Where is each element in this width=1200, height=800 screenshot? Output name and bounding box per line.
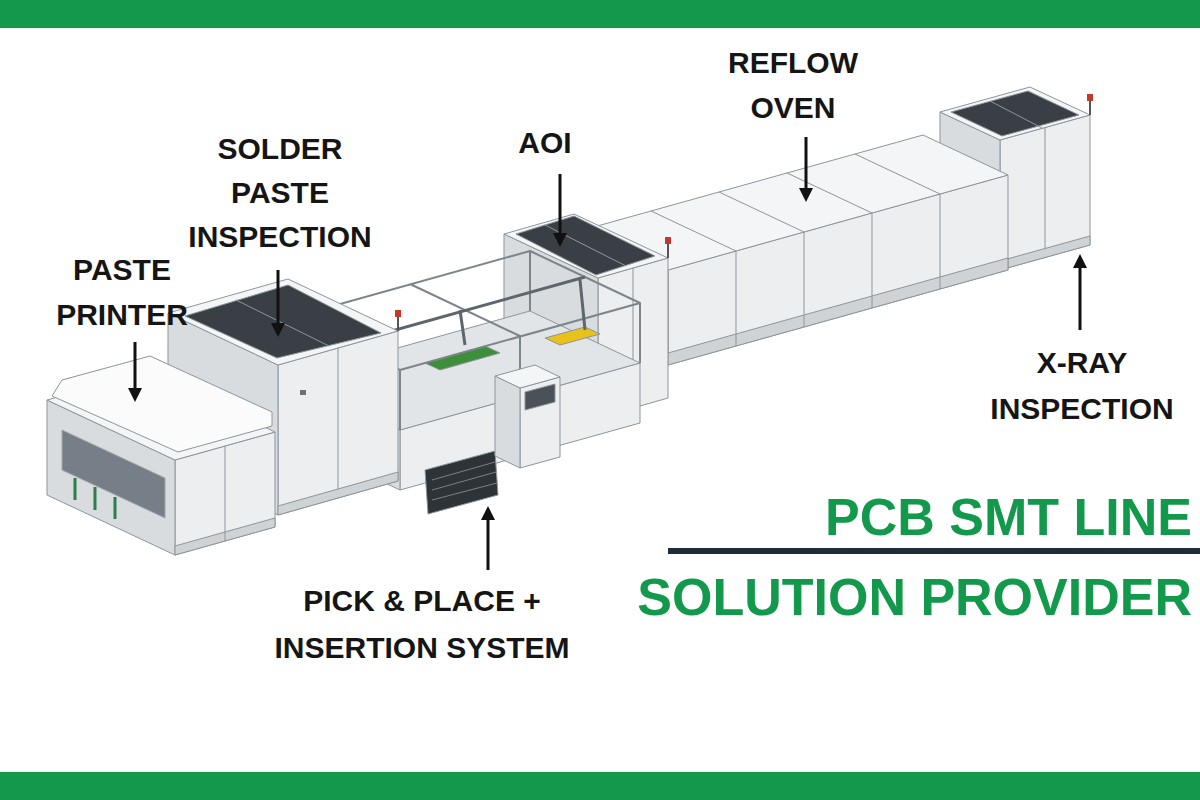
bottom-bar [0, 772, 1200, 800]
dark-panel [951, 91, 1079, 136]
signal-tower [667, 243, 669, 258]
trolley-slats [432, 462, 497, 500]
dark-panel [185, 285, 381, 358]
arrowhead [271, 323, 285, 337]
signal-lamp [665, 237, 671, 244]
pointer-line [805, 137, 808, 190]
pointer-line [1079, 266, 1082, 330]
station-label: SOLDER PASTE INSPECTION [180, 127, 380, 259]
station-label: REFLOW OVEN [713, 40, 873, 130]
signal-lamp [1087, 94, 1093, 101]
heading-rule [668, 548, 1200, 554]
signal-tower [1089, 100, 1091, 115]
station-label: X-RAY INSPECTION [982, 340, 1182, 432]
oven-segment-lines [651, 154, 940, 346]
panel-line [1045, 127, 1046, 257]
machine-top [504, 214, 668, 278]
machine-top [495, 365, 560, 388]
station-label: PASTE PRINTER [42, 247, 202, 337]
station-label: PICK & PLACE + INSERTION SYSTEM [262, 577, 582, 671]
machine-top [168, 279, 398, 365]
arrowhead [1073, 254, 1087, 268]
arrowhead [128, 388, 142, 402]
panel-line [225, 446, 226, 541]
machine-top [940, 87, 1090, 140]
monitor-screen [525, 384, 555, 410]
machine-face [495, 376, 520, 468]
loader-rack [75, 478, 115, 519]
printer-window [62, 430, 165, 518]
headline: PCB SMT LINE [825, 487, 1192, 547]
arrowhead [553, 233, 567, 247]
pointer-line [134, 342, 137, 390]
printer-hood [52, 356, 272, 452]
pointer-line [487, 518, 490, 570]
top-bar [0, 0, 1200, 28]
machine-face [1000, 115, 1090, 270]
panel-line [338, 348, 339, 498]
arrowhead [481, 506, 495, 520]
pcb-board [425, 346, 500, 370]
control-button [300, 390, 306, 395]
pointer-line [559, 174, 562, 235]
arrowhead [799, 188, 813, 202]
machine-base [668, 258, 1008, 365]
signal-lamp [395, 310, 401, 317]
monitor-cabinet [495, 365, 560, 468]
paste-printer-machine [47, 356, 275, 555]
machine-base [278, 472, 398, 515]
panel-divider [990, 101, 1042, 128]
feeder-trolley [425, 451, 498, 514]
pointer-line [277, 270, 280, 325]
machine-face [520, 377, 560, 468]
panel-divider [236, 300, 329, 346]
headline: SOLUTION PROVIDER [637, 567, 1192, 627]
dark-panel [516, 216, 655, 275]
feeder-block [545, 327, 600, 345]
station-label: AOI [495, 120, 595, 165]
machine-base [1000, 236, 1090, 270]
panel-divider [545, 225, 626, 266]
signal-tower [397, 316, 399, 331]
